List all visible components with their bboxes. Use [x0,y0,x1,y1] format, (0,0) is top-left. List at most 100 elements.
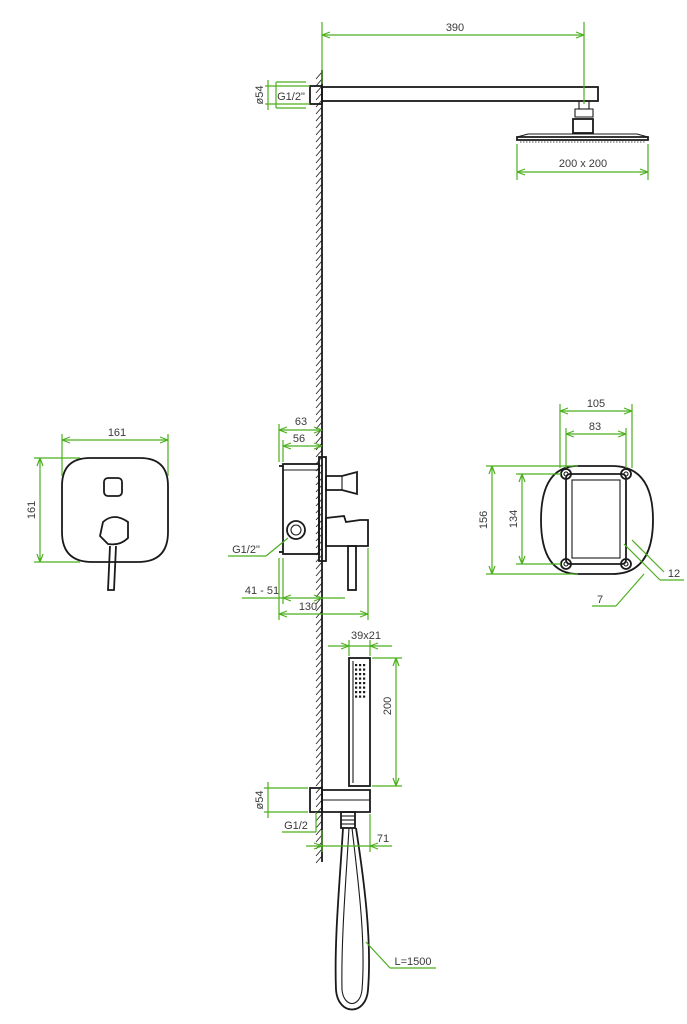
dim-outlet-thread: G1/2 [282,812,317,833]
dim-label-41-51: 41 - 51 [245,585,279,597]
wall-hatch-line [315,694,323,703]
wall-hatch-line [315,295,323,304]
wall-hatch-line [315,267,323,276]
dim-label-156: 156 [478,511,490,529]
nozzle-dot [355,682,358,685]
nozzle-dot [363,677,366,680]
wall-hatch-line [315,113,323,122]
dim-label-63: 63 [295,416,307,428]
wall-hatch-line [315,722,323,731]
wall-hatch-line [315,575,323,584]
nozzle-dot [363,664,366,667]
wall-hatch-line [315,218,323,227]
wall-hatch-line [315,638,323,647]
dim-label-oe54-bottom: ø54 [254,791,266,810]
wall-hatch-line [315,211,323,220]
dim-plate-width: 161 [61,427,169,476]
dim-box-depth-63: 63 [278,416,323,462]
wall-hatch-line [315,288,323,297]
dim-box-projection: 130 [278,548,369,620]
nozzle-dot [363,691,366,694]
wall-hatch-line [315,386,323,395]
dim-head-size: 200 x 200 [516,144,649,180]
wall-hatch-line [315,253,323,262]
dim-wall-flange-top: ø54 G1/2" [254,80,310,110]
wall-hatch-line [315,813,323,822]
wall-hatch-line [315,85,323,94]
dim-outlet-projection: 71 [306,814,392,852]
wall-hatch-line [315,204,323,213]
nozzle-dot [355,686,358,689]
wall-hatch-line [315,365,323,374]
wall-hatch-line [315,337,323,346]
wall-hatch-line [315,582,323,591]
wall-hatch-line [315,274,323,283]
wall-hatch-line [315,393,323,402]
dim-label-g12-box: G1/2" [232,544,260,556]
dim-label-g12-top: G1/2" [277,91,305,103]
nozzle-dot [363,668,366,671]
wall-hatch-line [315,715,323,724]
wall-hatch-line [315,708,323,717]
wall-hatch-line [315,162,323,171]
wall-hatch-line [315,309,323,318]
wall-hatch-line [315,603,323,612]
wall-hatch-line [315,757,323,766]
dim-label-g12-bottom: G1/2 [284,820,308,832]
wall-hatch-line [315,400,323,409]
wall-hatch-line [315,687,323,696]
wall-hatch-line [315,169,323,178]
wall-hatch-line [315,736,323,745]
wall-hatch-line [315,155,323,164]
dim-label-130: 130 [299,601,317,613]
nozzle-dot [363,673,366,676]
wall-hatch-line [315,778,323,787]
wall-hatch-line [315,323,323,332]
nozzle-dot [363,682,366,685]
wall-hatch-line [315,673,323,682]
wall-hatch-line [315,120,323,129]
dim-install-depth: 41 - 51 [242,558,345,604]
dim-label-200x200: 200 x 200 [559,158,607,170]
dim-label-200: 200 [382,697,394,715]
nozzle-dot [355,664,358,667]
nozzle-dot [355,673,358,676]
nozzle-dot [359,673,362,676]
wall-hatch-line [315,799,323,808]
hand-shower-assembly [309,657,371,1011]
dim-box-depth-56: 56 [282,433,323,462]
dim-box-height-156: 156 [478,465,578,575]
wall-hatch-line [315,127,323,136]
wall-hatch-line [315,820,323,829]
wall-hatch-line [315,701,323,710]
dim-box-width-105: 105 [559,398,633,468]
wall-hatch-line [315,183,323,192]
wall-hatch-line [315,92,323,101]
wall-hatch-line [315,631,323,640]
wall-hatch-line [315,316,323,325]
wall-hatch-line [315,743,323,752]
hand-shower-nozzle-grid [355,664,366,698]
dim-box-inner-134: 134 [508,473,561,565]
wall-hatch-line [315,680,323,689]
wall-hatch-line [315,78,323,87]
nozzle-dot [355,677,358,680]
wall-hatch-line [315,141,323,150]
wall-hatch-line [315,106,323,115]
dim-box-inner-83: 83 [565,421,627,468]
wall-hatch-line [315,246,323,255]
nozzle-dot [363,695,366,698]
wall-hatch-line [315,358,323,367]
mixer-front-plate [61,457,169,591]
wall-hatch-line [315,561,323,570]
dim-label-105: 105 [587,398,605,410]
wall-hatch-line [315,568,323,577]
wall-hatch-line [315,372,323,381]
nozzle-dot [355,691,358,694]
wall-hatch-line [315,834,323,843]
dim-label-390: 390 [446,22,464,34]
wall-hatch-line [315,379,323,388]
wall-hatch-line [315,666,323,675]
dim-label-161-width: 161 [108,427,126,439]
